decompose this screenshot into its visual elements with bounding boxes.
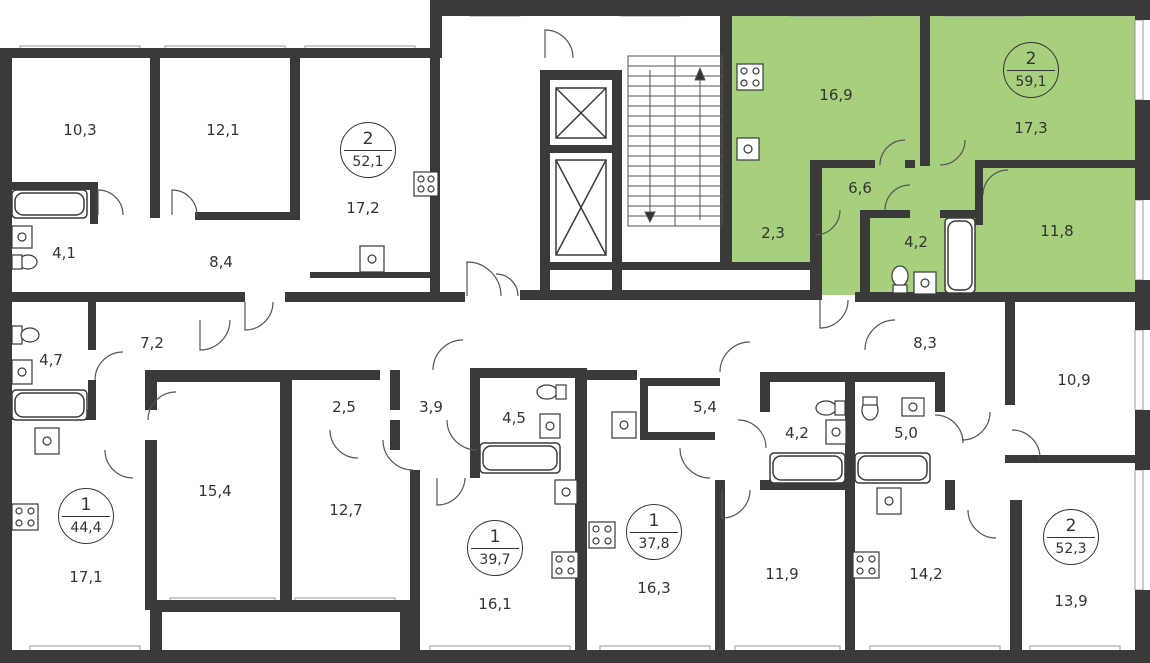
room-area: 13,9 (1054, 592, 1088, 610)
highlighted-apartment[interactable] (731, 16, 1135, 295)
room-area: 4,1 (52, 244, 76, 262)
apartment-area: 59,1 (1015, 74, 1047, 90)
apartment-badge[interactable]: 1 39,7 (467, 520, 523, 576)
badge-divider (1047, 537, 1095, 538)
room-area: 16,3 (637, 579, 671, 597)
room-area: 4,7 (39, 351, 63, 369)
badge-divider (630, 532, 678, 533)
room-area: 17,1 (69, 568, 103, 586)
room-area: 5,4 (693, 398, 717, 416)
apartment-rooms: 1 (648, 511, 660, 531)
apartment-area: 52,1 (352, 154, 384, 170)
apartment-rooms: 1 (80, 495, 92, 515)
room-area: 4,2 (904, 233, 928, 251)
badge-divider (1007, 70, 1055, 71)
bathtubs (11, 189, 976, 484)
room-area: 12,7 (329, 501, 363, 519)
apartment-area: 44,4 (70, 520, 102, 536)
badge-divider (62, 516, 110, 517)
room-area: 7,2 (140, 334, 164, 352)
room-area: 4,2 (785, 424, 809, 442)
apartment-rooms: 2 (1065, 516, 1077, 536)
badge-divider (471, 548, 519, 549)
room-area: 16,1 (478, 595, 512, 613)
room-area: 5,0 (894, 424, 918, 442)
room-area: 11,9 (765, 565, 799, 583)
room-area: 8,3 (913, 334, 937, 352)
apartment-area: 39,7 (479, 552, 511, 568)
elevators (555, 87, 607, 256)
apartment-rooms: 2 (362, 129, 374, 149)
room-area: 2,5 (332, 398, 356, 416)
apartment-badge[interactable]: 2 52,1 (340, 122, 396, 178)
room-area: 8,4 (209, 253, 233, 271)
apartment-rooms: 1 (489, 527, 501, 547)
room-area: 17,2 (346, 199, 380, 217)
room-area: 12,1 (206, 121, 240, 139)
room-area: 2,3 (761, 224, 785, 242)
apartment-badge[interactable]: 2 52,3 (1043, 509, 1099, 565)
room-area: 17,3 (1014, 119, 1048, 137)
room-area: 10,9 (1057, 371, 1091, 389)
room-area: 14,2 (909, 565, 943, 583)
room-area: 15,4 (198, 482, 232, 500)
room-area: 16,9 (819, 86, 853, 104)
apartment-area: 52,3 (1055, 541, 1087, 557)
room-area: 11,8 (1040, 222, 1074, 240)
doors (94, 29, 1041, 539)
apartment-rooms: 2 (1025, 49, 1037, 69)
room-area: 3,9 (419, 398, 443, 416)
room-area: 6,6 (848, 179, 872, 197)
fixtures (11, 63, 937, 579)
apartment-area: 37,8 (638, 536, 670, 552)
apartment-badge[interactable]: 1 44,4 (58, 488, 114, 544)
stairs (627, 55, 723, 227)
apartment-badge[interactable]: 2 59,1 (1003, 42, 1059, 98)
badge-divider (344, 150, 392, 151)
room-area: 4,5 (502, 409, 526, 427)
room-area: 10,3 (63, 121, 97, 139)
apartment-badge[interactable]: 1 37,8 (626, 504, 682, 560)
